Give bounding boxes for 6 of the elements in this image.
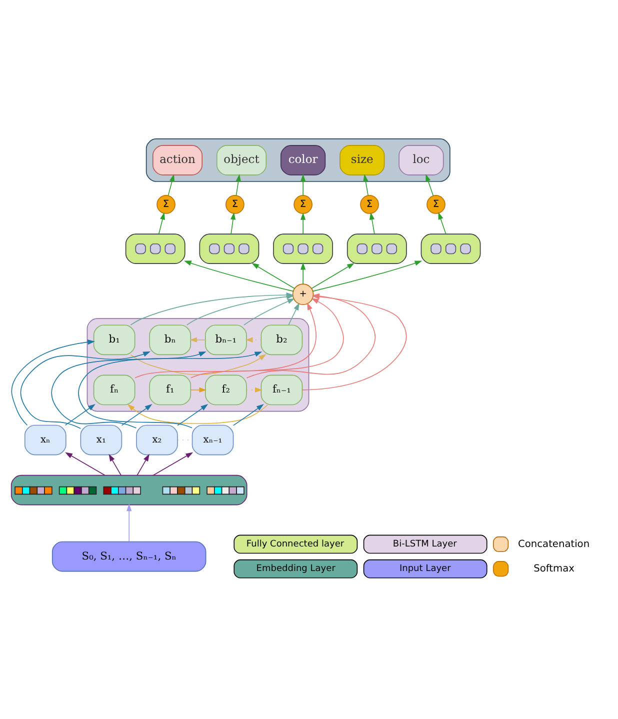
- legend-label: Softmax: [534, 562, 574, 574]
- legend-label: Embedding Layer: [256, 564, 336, 574]
- legend-label: Bi-LSTM Layer: [392, 539, 457, 550]
- legend-label: Concatenation: [518, 538, 590, 550]
- legend-label: Fully Connected layer: [246, 539, 344, 550]
- legend-label: Input Layer: [399, 564, 451, 574]
